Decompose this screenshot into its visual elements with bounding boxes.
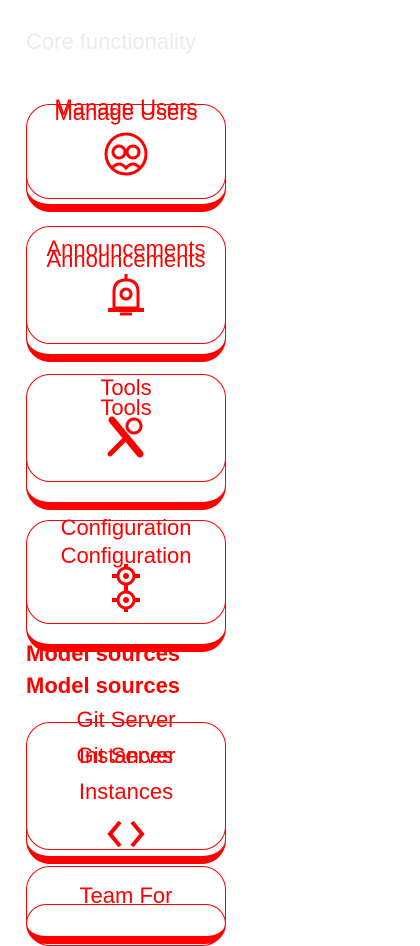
section-model-sources-echo: Model sources	[26, 673, 181, 698]
card-manage-users-label: Manage Users	[54, 95, 198, 120]
card-configuration-label: Configuration	[60, 515, 192, 540]
card-tools-label: Tools	[100, 375, 152, 400]
card-shadow	[26, 904, 226, 944]
users-icon	[104, 130, 148, 178]
card-manage-users[interactable]	[26, 104, 226, 199]
card-configuration-label-echo: Configuration	[60, 543, 192, 568]
page-heading: Core functionality	[26, 29, 196, 54]
card-tools-label-echo: Tools	[100, 395, 152, 420]
section-model-sources: Model sources	[26, 641, 181, 666]
gear-icon	[104, 564, 148, 612]
card-git-label-line2-echo: Instances	[78, 779, 174, 804]
card-announcements-label: Announcements	[46, 236, 206, 261]
card-announcements-label-echo: Announcements	[46, 247, 206, 272]
code-icon	[104, 800, 148, 848]
card-announcements[interactable]	[26, 226, 226, 344]
card-manage-users-label-echo: Manage Users	[54, 100, 198, 125]
card-team-for-label: Team For	[79, 883, 173, 908]
card-git-label-line1-echo: Git Server	[76, 743, 176, 768]
tools-icon	[104, 414, 148, 462]
bell-icon	[104, 272, 148, 320]
card-git-label-line2: Instances	[78, 743, 174, 768]
card-git-server-instances[interactable]	[26, 722, 226, 850]
card-git-label-line1: Git Server	[76, 707, 176, 732]
